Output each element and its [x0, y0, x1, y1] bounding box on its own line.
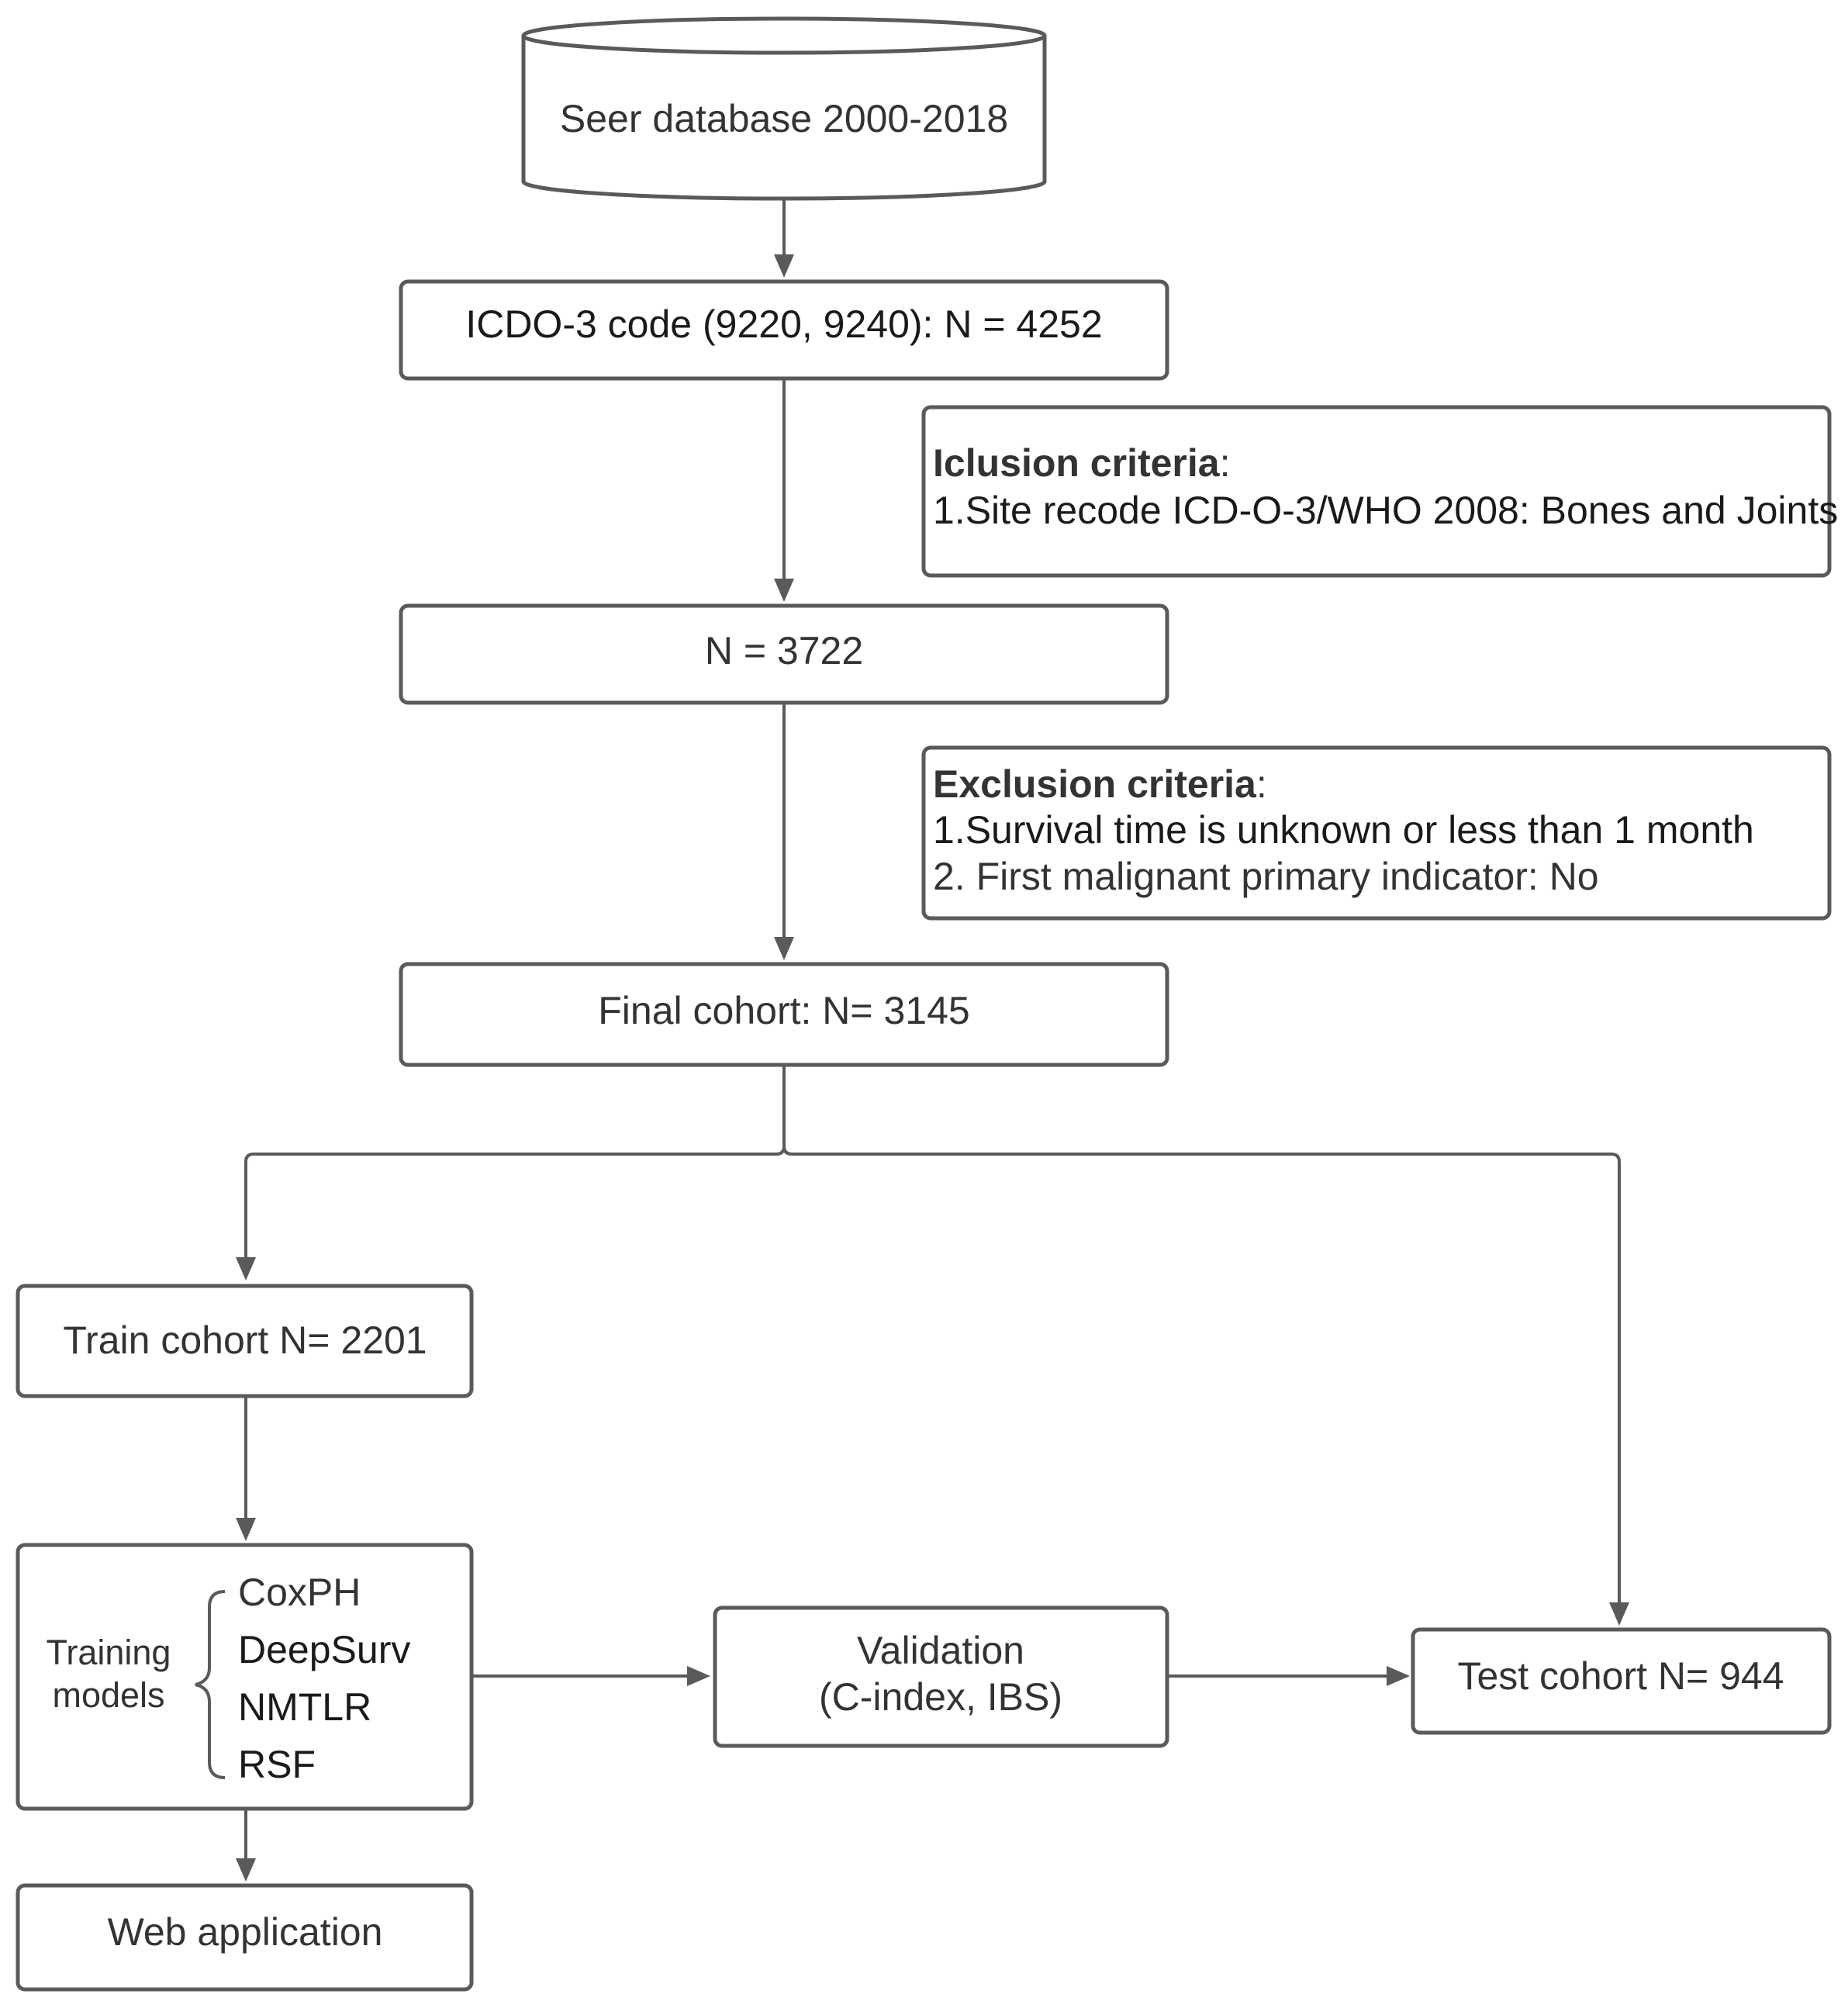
validation-box — [713, 1605, 1169, 1748]
arrowhead-icdo — [774, 254, 794, 278]
arrowhead-models — [236, 1518, 256, 1541]
final-cohort-node: Final cohort: N= 3145 — [399, 962, 1169, 1067]
arrowhead-train — [236, 1257, 256, 1280]
exclusion-criteria-title: Exclusion criteria — [933, 762, 1257, 806]
after-inclusion-label: N = 3722 — [705, 629, 863, 672]
web-application-label: Web application — [108, 1910, 383, 1954]
after-inclusion-node: N = 3722 — [399, 603, 1169, 705]
icdo-label: ICDO-3 code (9220, 9240): N = 4252 — [465, 302, 1102, 346]
arrowhead-test — [1609, 1602, 1629, 1626]
database-cylinder-body — [521, 36, 1047, 201]
validation-node: Validation (C-index, IBS) — [713, 1605, 1169, 1748]
test-cohort-label: Test cohort N= 944 — [1457, 1654, 1784, 1698]
inclusion-criteria-node: Iclusion criteria: 1.Site recode ICD-O-3… — [921, 405, 1838, 578]
connectors — [236, 200, 1629, 1882]
validation-metrics: (C-index, IBS) — [819, 1675, 1062, 1719]
arrowhead-final — [774, 937, 794, 960]
model-coxph: CoxPH — [238, 1571, 361, 1614]
final-cohort-box — [399, 962, 1169, 1067]
exclusion-criteria-node: Exclusion criteria: 1.Survival time is u… — [921, 745, 1832, 921]
web-application-box — [16, 1883, 474, 1992]
curly-brace — [195, 1590, 226, 1779]
arrowhead-test-horizontal — [1387, 1666, 1410, 1686]
exclusion-criteria-heading: Exclusion criteria: — [933, 762, 1267, 806]
model-rsf: RSF — [238, 1743, 316, 1786]
seer-database-label: Seer database 2000-2018 — [560, 97, 1008, 140]
icdo-box — [399, 279, 1169, 381]
model-nmtlr: NMTLR — [238, 1685, 371, 1729]
arrowhead-inclusion — [774, 579, 794, 602]
training-models-node: Training models CoxPH DeepSurv NMTLR RSF — [16, 1543, 474, 1811]
final-cohort-label: Final cohort: N= 3145 — [598, 989, 969, 1032]
exclusion-criteria-colon: : — [1256, 762, 1267, 806]
exclusion-criteria-box — [921, 745, 1832, 921]
arrowhead-validation — [687, 1666, 710, 1686]
train-cohort-node: Train cohort N= 2201 — [16, 1284, 474, 1398]
train-cohort-label: Train cohort N= 2201 — [63, 1319, 427, 1362]
exclusion-criteria-item-2: 2. First malignant primary indicator: No — [933, 855, 1599, 898]
test-cohort-node: Test cohort N= 944 — [1411, 1627, 1832, 1735]
connector-final-to-train — [244, 1065, 786, 1259]
inclusion-criteria-box — [921, 405, 1832, 578]
training-models-label-line-1: Training — [47, 1633, 171, 1672]
training-models-box — [16, 1543, 474, 1811]
validation-title: Validation — [857, 1629, 1024, 1672]
training-models-label-line-2: models — [52, 1675, 164, 1715]
database-cylinder-top — [521, 16, 1047, 55]
inclusion-criteria-title: Iclusion criteria — [933, 441, 1221, 485]
test-cohort-box — [1411, 1627, 1832, 1735]
after-inclusion-box — [399, 603, 1169, 705]
icdo-node: ICDO-3 code (9220, 9240): N = 4252 — [399, 279, 1169, 381]
model-deepsurv: DeepSurv — [238, 1628, 410, 1671]
web-application-node: Web application — [16, 1883, 474, 1992]
inclusion-criteria-colon: : — [1220, 441, 1231, 485]
seer-database-node: Seer database 2000-2018 — [521, 16, 1047, 201]
inclusion-criteria-heading: Iclusion criteria: — [933, 441, 1231, 485]
inclusion-criteria-item: 1.Site recode ICD-O-3/WHO 2008: Bones an… — [933, 489, 1838, 532]
exclusion-criteria-item-1: 1.Survival time is unknown or less than … — [933, 808, 1754, 852]
train-cohort-box — [16, 1284, 474, 1398]
arrowhead-web — [236, 1858, 256, 1882]
connector-final-to-test — [782, 1146, 1621, 1604]
